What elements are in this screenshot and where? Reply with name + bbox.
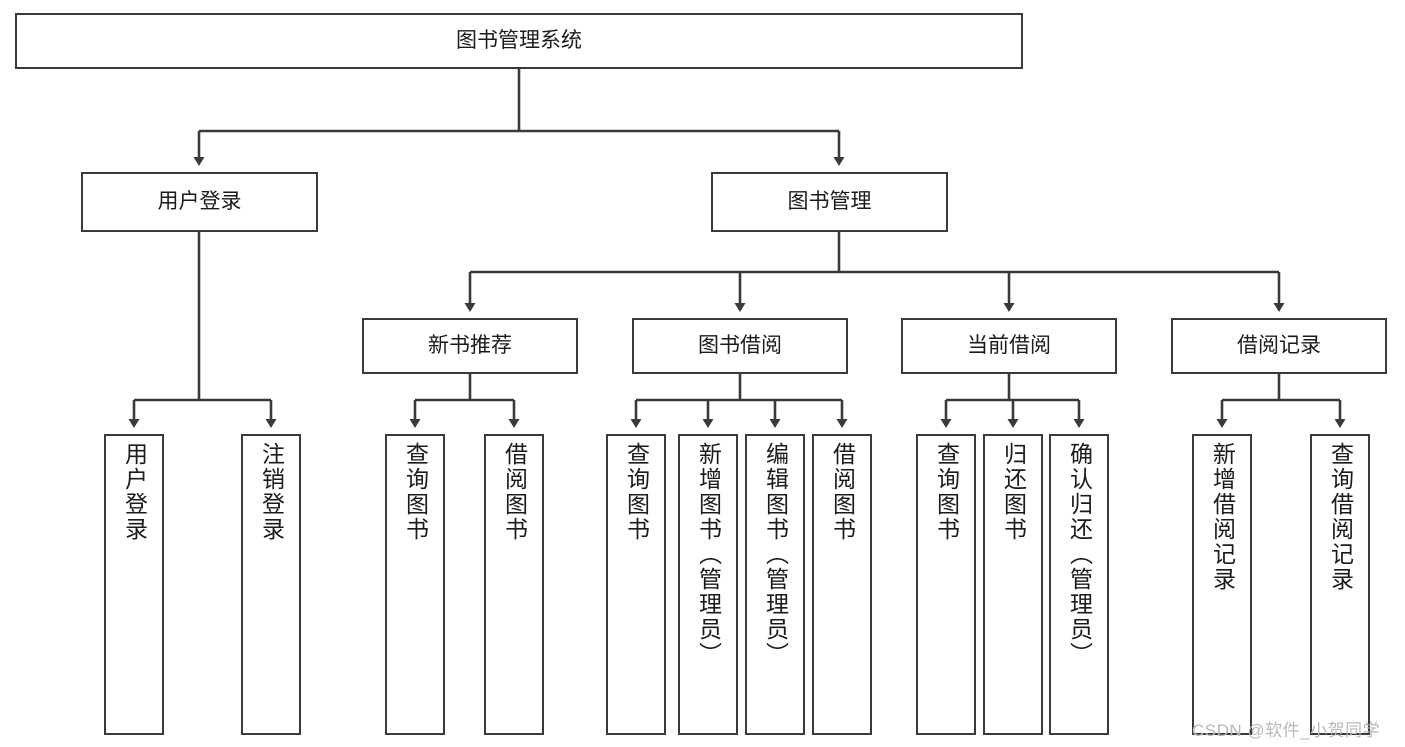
leaf-borrow-book-label: 借阅图书 — [829, 442, 856, 542]
leaf-query-borrow-record[interactable]: 查询借阅记录 — [1310, 434, 1370, 735]
csdn-watermark: CSDN @软件_小贺同学 — [1192, 721, 1381, 740]
leaf-user-login-label: 用户登录 — [121, 442, 148, 542]
leaf-logout[interactable]: 注销登录 — [241, 434, 301, 735]
leaf-add-borrow-record[interactable]: 新增借阅记录 — [1192, 434, 1252, 735]
node-book-management[interactable]: 图书管理 — [711, 172, 948, 232]
leaf-user-login[interactable]: 用户登录 — [104, 434, 164, 735]
leaf-return-book-label: 归还图书 — [1000, 442, 1027, 542]
leaf-query-book-current-label: 查询图书 — [933, 442, 960, 542]
leaf-query-book-borrow[interactable]: 查询图书 — [606, 434, 666, 735]
node-root[interactable]: 图书管理系统 — [15, 13, 1023, 69]
node-new-book-recommend-label: 新书推荐 — [428, 333, 512, 357]
leaf-query-book-new-label: 查询图书 — [402, 442, 429, 542]
node-borrow-records-label: 借阅记录 — [1237, 333, 1321, 357]
leaf-borrow-book-new-label: 借阅图书 — [501, 442, 528, 542]
node-book-management-label: 图书管理 — [787, 189, 872, 213]
node-current-borrow[interactable]: 当前借阅 — [901, 318, 1117, 374]
leaf-edit-book-admin-label: 编辑图书（管理员） — [762, 442, 789, 667]
node-root-label: 图书管理系统 — [456, 28, 582, 52]
leaf-confirm-return-admin-label: 确认归还（管理员） — [1066, 442, 1093, 667]
leaf-add-borrow-record-label: 新增借阅记录 — [1209, 442, 1236, 592]
node-borrow-records[interactable]: 借阅记录 — [1171, 318, 1387, 374]
node-book-borrow-label: 图书借阅 — [698, 333, 782, 357]
leaf-query-book-borrow-label: 查询图书 — [623, 442, 650, 542]
leaf-edit-book-admin[interactable]: 编辑图书（管理员） — [745, 434, 805, 735]
node-user-login-label: 用户登录 — [157, 189, 242, 213]
node-current-borrow-label: 当前借阅 — [967, 333, 1051, 357]
leaf-return-book[interactable]: 归还图书 — [983, 434, 1043, 735]
leaf-borrow-book-new[interactable]: 借阅图书 — [484, 434, 544, 735]
leaf-borrow-book[interactable]: 借阅图书 — [812, 434, 872, 735]
leaf-query-book-current[interactable]: 查询图书 — [916, 434, 976, 735]
node-book-borrow[interactable]: 图书借阅 — [632, 318, 848, 374]
node-new-book-recommend[interactable]: 新书推荐 — [362, 318, 578, 374]
leaf-query-borrow-record-label: 查询借阅记录 — [1327, 442, 1354, 592]
leaf-add-book-admin-label: 新增图书（管理员） — [695, 442, 722, 667]
leaf-confirm-return-admin[interactable]: 确认归还（管理员） — [1049, 434, 1109, 735]
leaf-add-book-admin[interactable]: 新增图书（管理员） — [678, 434, 738, 735]
node-user-login[interactable]: 用户登录 — [81, 172, 318, 232]
leaf-query-book-new[interactable]: 查询图书 — [385, 434, 445, 735]
leaf-logout-label: 注销登录 — [258, 442, 285, 542]
